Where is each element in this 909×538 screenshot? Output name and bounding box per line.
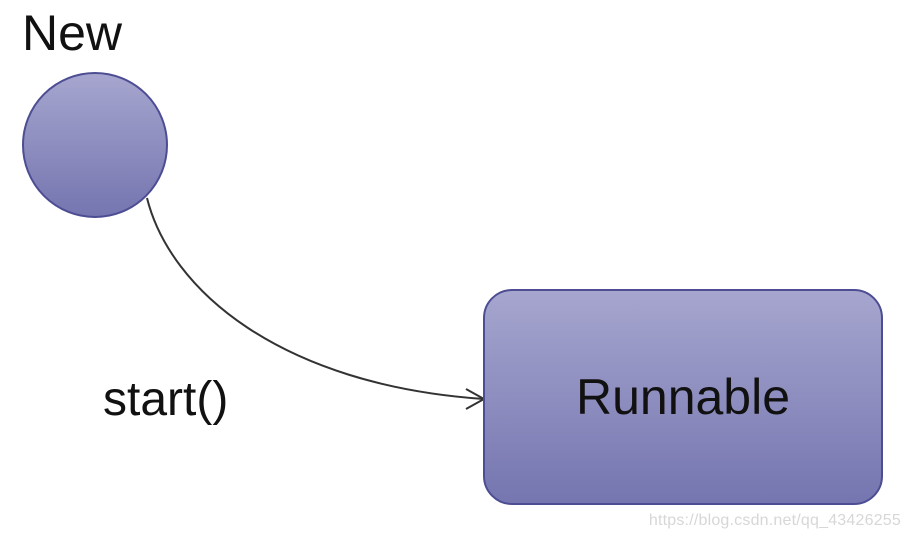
new-state-node xyxy=(22,72,168,218)
new-state-label: New xyxy=(22,5,123,61)
start-transition-arrow xyxy=(146,197,485,400)
start-transition-label: start() xyxy=(103,373,229,426)
runnable-state-node xyxy=(483,289,883,505)
runnable-state-label: Runnable xyxy=(575,369,791,425)
watermark: https://blog.csdn.net/qq_43426255 xyxy=(648,512,901,529)
